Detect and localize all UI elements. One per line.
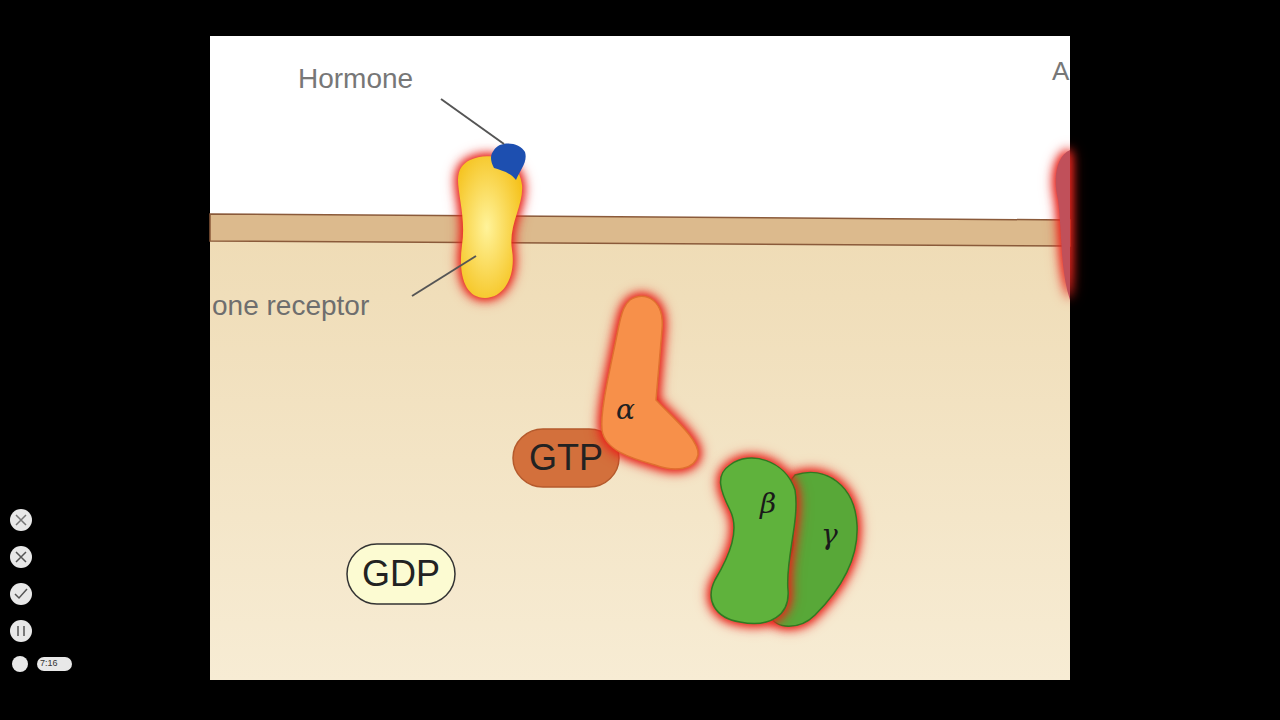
cytoplasm (210, 240, 1070, 680)
cell-membrane (210, 214, 1070, 246)
subunit-label: γ (821, 521, 838, 549)
part-label: Hormone (298, 62, 413, 96)
molecule-pill: GDP (346, 543, 456, 605)
part-label: one receptor (212, 289, 369, 323)
timer-label: 7:16 (40, 658, 58, 669)
subunit-outline (700, 450, 810, 630)
hormone-molecule (491, 143, 526, 180)
adenylyl-cyclase-edge (1056, 150, 1070, 300)
control-buttons (10, 509, 72, 672)
molecule-label: GTP (529, 440, 603, 476)
subunit-label: β (760, 490, 776, 518)
part-label: A (1052, 56, 1069, 87)
subunit-label: α (616, 396, 635, 424)
protein-subunit: α (590, 290, 705, 475)
molecule-label: GDP (362, 556, 440, 592)
leader-line (441, 99, 504, 144)
protein-subunit: β (700, 450, 810, 630)
extracellular-space (210, 36, 1070, 680)
leader-line (412, 256, 476, 296)
subunit-outline (590, 290, 705, 475)
hormone-receptor (458, 156, 522, 298)
